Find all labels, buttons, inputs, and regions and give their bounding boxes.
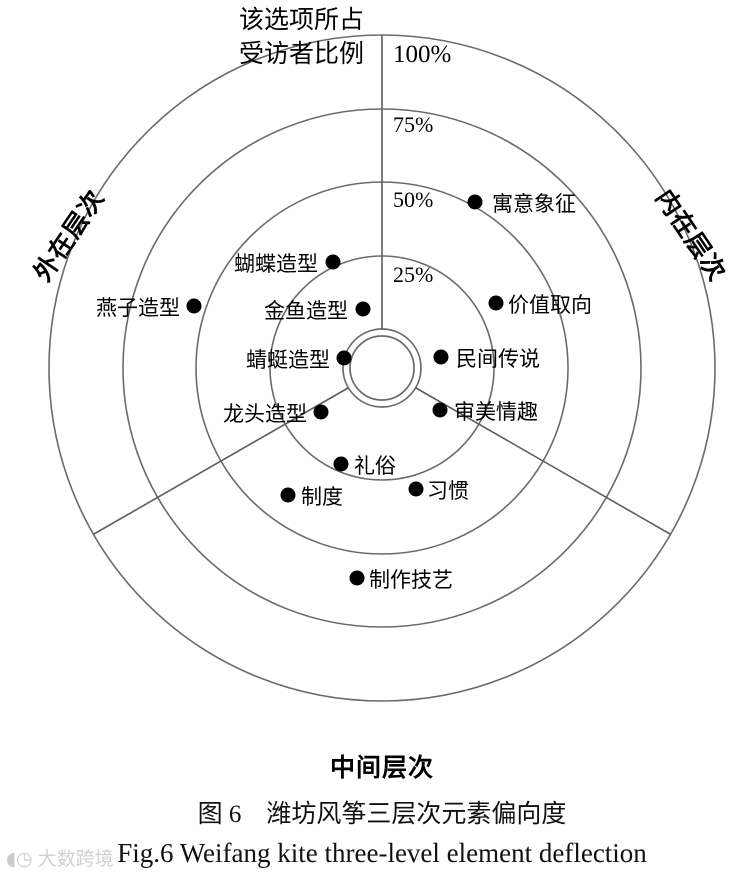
data-label: 习惯 xyxy=(427,479,469,503)
data-label: 龙头造型 xyxy=(223,402,307,426)
radial-tick-25: 25% xyxy=(393,262,433,287)
data-dot xyxy=(488,295,504,311)
data-label: 蝴蝶造型 xyxy=(234,252,318,276)
ring-center-outer xyxy=(342,328,422,408)
data-label: 审美情趣 xyxy=(454,400,538,424)
caption-english: Fig.6 Weifang kite three-level element d… xyxy=(117,838,647,868)
data-point-group: 寓意象征 价值取向 民间传说 审美情趣 蝴蝶造型 燕子造型 xyxy=(96,192,592,592)
ring-center-inner xyxy=(349,335,415,401)
sector-divider-group xyxy=(93,35,671,535)
sector-label-outer-level: 外在层次 xyxy=(28,184,110,286)
value-axis-header: 该选项所占 受访者比例 100% xyxy=(239,5,451,68)
data-dot xyxy=(349,570,365,586)
data-label: 民间传说 xyxy=(456,347,540,371)
radial-tick-50: 50% xyxy=(393,187,433,212)
data-dot xyxy=(280,487,296,503)
data-label: 制度 xyxy=(301,485,343,509)
sector-label-group: 外在层次 内在层次 中间层次 xyxy=(28,184,732,782)
data-point-lisu[interactable]: 礼俗 xyxy=(333,454,397,478)
data-point-yanzi-zaoxing[interactable]: 燕子造型 xyxy=(96,296,202,320)
data-point-yuyi-xiangzheng[interactable]: 寓意象征 xyxy=(467,192,577,216)
data-dot xyxy=(467,194,483,210)
data-dot xyxy=(336,350,352,366)
data-point-jiazhi-quxiang[interactable]: 价值取向 xyxy=(488,293,593,317)
data-dot xyxy=(313,404,329,420)
data-dot xyxy=(432,402,448,418)
radial-tick-group: 75% 50% 25% xyxy=(393,112,433,287)
data-point-zhizuo-jiyi[interactable]: 制作技艺 xyxy=(349,568,454,592)
data-dot xyxy=(186,298,202,314)
data-dot xyxy=(355,301,371,317)
divider-lower-left xyxy=(93,387,349,535)
data-label: 金鱼造型 xyxy=(264,299,348,323)
data-dot xyxy=(408,481,424,497)
data-point-hudie-zaoxing[interactable]: 蝴蝶造型 xyxy=(234,252,341,276)
data-point-zhidu[interactable]: 制度 xyxy=(280,485,344,509)
caption-chinese: 图 6 潍坊风筝三层次元素偏向度 xyxy=(198,800,567,828)
header-line-1: 该选项所占 xyxy=(239,5,364,34)
data-label: 礼俗 xyxy=(354,454,396,478)
data-point-longtou-zaoxing[interactable]: 龙头造型 xyxy=(223,402,329,426)
radial-tick-100: 100% xyxy=(393,41,451,68)
data-dot xyxy=(333,456,349,472)
data-point-qingting-zaoxing[interactable]: 蜻蜓造型 xyxy=(246,348,352,372)
data-label: 制作技艺 xyxy=(369,568,453,592)
sector-label-middle-level: 中间层次 xyxy=(330,753,434,782)
sector-label-inner-level: 内在层次 xyxy=(650,184,732,286)
figure-caption: 图 6 潍坊风筝三层次元素偏向度 Fig.6 Weifang kite thre… xyxy=(117,800,647,868)
data-point-jinyu-zaoxing[interactable]: 金鱼造型 xyxy=(264,299,371,323)
divider-lower-right xyxy=(415,387,671,535)
data-dot xyxy=(325,254,341,270)
radial-tick-75: 75% xyxy=(393,112,433,137)
header-line-2: 受访者比例 xyxy=(239,39,364,68)
data-point-xiguan[interactable]: 习惯 xyxy=(408,479,470,503)
data-dot xyxy=(433,349,449,365)
data-point-shenmei-qingqu[interactable]: 审美情趣 xyxy=(432,400,539,424)
data-label: 价值取向 xyxy=(508,293,592,317)
data-label: 燕子造型 xyxy=(96,296,180,320)
data-label: 寓意象征 xyxy=(492,192,576,216)
data-label: 蜻蜓造型 xyxy=(246,348,330,372)
data-point-minjian-chuanshuo[interactable]: 民间传说 xyxy=(433,347,541,371)
